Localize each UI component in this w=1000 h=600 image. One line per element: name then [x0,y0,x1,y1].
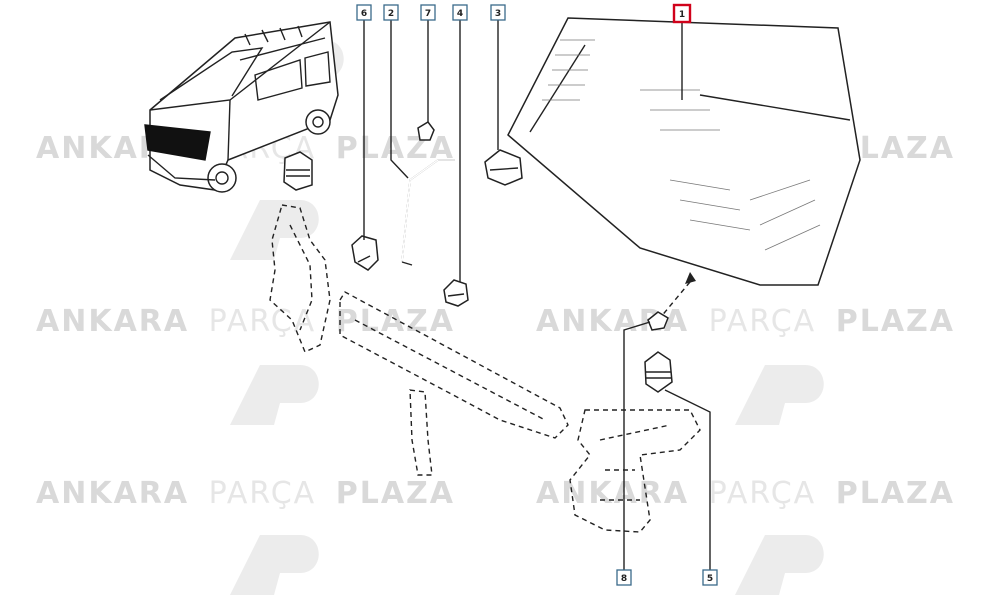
svg-text:8: 8 [621,574,627,584]
watermark-logo [230,535,319,595]
leader-line-8 [623,321,651,570]
watermark-text: ANKARA PARÇA PLAZA [36,476,455,511]
clip-part-3 [484,149,523,186]
callout-5[interactable]: 5 [702,569,718,586]
bump-stop-left [283,151,313,191]
watermark-logo [230,200,319,260]
svg-text:7: 7 [425,9,431,19]
svg-text:4: 4 [457,9,463,19]
callout-6[interactable]: 6 [356,4,372,21]
windscreen-part [507,17,861,286]
prop-rod-part-2 [401,159,455,266]
svg-text:2: 2 [388,9,394,19]
clip-part-7 [417,121,435,141]
watermark-logo [230,365,319,425]
svg-text:3: 3 [495,9,501,19]
svg-text:1: 1 [679,10,685,20]
arrow-head-icon [685,272,696,284]
callout-1[interactable]: 1 [672,3,692,24]
callout-3[interactable]: 3 [490,4,506,21]
van-illustration [144,21,339,193]
watermark-text: ANKARA PARÇA PLAZA [536,476,955,511]
front-panel-outline [269,204,701,533]
watermark-logo [735,365,824,425]
callout-2[interactable]: 2 [383,4,399,21]
bracket-part-6 [351,235,379,271]
bump-stop-part-5 [644,351,673,393]
leader-line-5 [664,389,711,570]
svg-text:6: 6 [361,9,367,19]
svg-text:5: 5 [707,574,713,584]
watermark-logo [735,535,824,595]
leader-line-2 [390,20,409,179]
latch-part-4 [443,279,469,307]
clip-part-8 [647,311,669,331]
watermark-text: ANKARA PARÇA PLAZA [36,304,455,339]
leader-lines [363,20,711,570]
callout-7[interactable]: 7 [420,4,436,21]
callout-4[interactable]: 4 [452,4,468,21]
windscreen-pointer-line [659,281,691,319]
callout-8[interactable]: 8 [616,569,632,586]
watermark-text: ANKARA PARÇA PLAZA [536,304,955,339]
